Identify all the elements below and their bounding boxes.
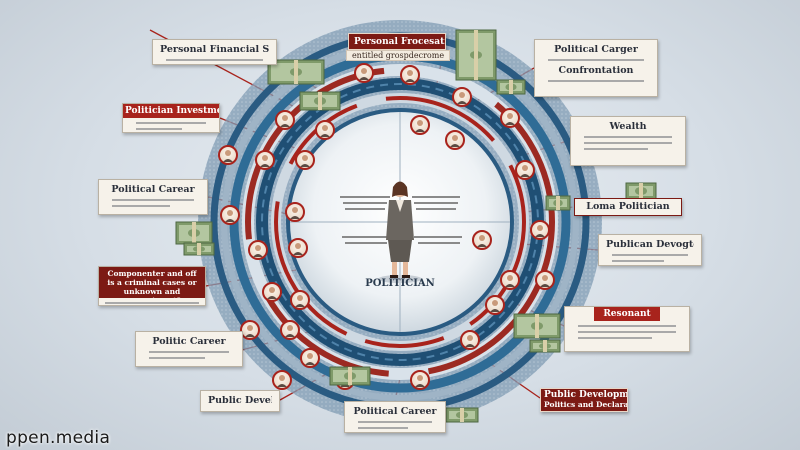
avatar bbox=[220, 205, 240, 225]
card-politician-investment: Politician Investment bbox=[122, 103, 220, 133]
money-stack bbox=[267, 59, 325, 85]
card-political-carger: Political Carger Confrontation bbox=[534, 39, 658, 97]
card-title: Politician Investment bbox=[123, 104, 219, 118]
avatar bbox=[218, 145, 238, 165]
avatar bbox=[500, 270, 520, 290]
avatar bbox=[535, 270, 555, 290]
money-stack bbox=[299, 91, 341, 111]
money-stack bbox=[183, 242, 215, 256]
money-stack bbox=[496, 79, 526, 95]
money-stack bbox=[329, 366, 371, 386]
avatar bbox=[248, 240, 268, 260]
avatar bbox=[445, 130, 465, 150]
card-title: Resonant bbox=[594, 307, 660, 321]
card-title: Public Development bbox=[544, 390, 628, 400]
card-title: Publican Devogtoment bbox=[606, 239, 694, 250]
avatar bbox=[530, 220, 550, 240]
card-criminal-cases: Componenter and off is a criminal cases … bbox=[98, 266, 206, 306]
card-title: Componenter and off is a criminal cases … bbox=[99, 267, 205, 298]
money-stack bbox=[625, 182, 657, 200]
card-title: Political Carear bbox=[111, 184, 195, 195]
card-resonant: Resonant bbox=[564, 306, 690, 352]
money-stack bbox=[455, 29, 497, 81]
card-personal-frocesation-sub: entitled grospdecrome bbox=[346, 50, 450, 61]
card-title: Personal Financial Situation bbox=[160, 44, 269, 55]
avatar bbox=[410, 115, 430, 135]
card-public-development-left: Public Development bbox=[200, 390, 280, 412]
card-title: Politic Career bbox=[152, 336, 226, 347]
avatar bbox=[354, 63, 374, 83]
avatar bbox=[460, 330, 480, 350]
avatar bbox=[285, 202, 305, 222]
card-publican-devogtoment: Publican Devogtoment bbox=[598, 234, 702, 266]
money-stack bbox=[175, 221, 213, 245]
avatar bbox=[515, 160, 535, 180]
money-stack bbox=[513, 313, 561, 339]
card-title: Wealth bbox=[609, 121, 647, 132]
avatar bbox=[300, 348, 320, 368]
card-title: Personal Frocesation bbox=[354, 37, 445, 47]
card-public-development-right: Public Development Politics and Declarat… bbox=[540, 388, 628, 412]
avatar bbox=[275, 110, 295, 130]
avatar bbox=[288, 238, 308, 258]
avatar bbox=[500, 108, 520, 128]
avatar bbox=[410, 370, 430, 390]
avatar bbox=[240, 320, 260, 340]
money-stack bbox=[529, 339, 561, 353]
card-politic-career: Politic Career bbox=[135, 331, 243, 367]
card-loma-politician: Loma Politician bbox=[574, 198, 682, 216]
avatar bbox=[295, 150, 315, 170]
avatar bbox=[280, 320, 300, 340]
avatar bbox=[290, 290, 310, 310]
card-title: Political Carger bbox=[554, 44, 638, 55]
card-subtitle: Politics and Declarations bbox=[544, 400, 628, 409]
card-title: Political Career bbox=[353, 406, 437, 417]
card-political-carear: Political Carear bbox=[98, 179, 208, 215]
avatar bbox=[452, 87, 472, 107]
center-label: POLITICIAN bbox=[365, 278, 435, 289]
card-personal-financial-situation: Personal Financial Situation bbox=[152, 39, 277, 65]
watermark: ppen.media bbox=[6, 428, 111, 448]
card-political-career-bottom: Political Career bbox=[344, 401, 446, 433]
avatar bbox=[400, 65, 420, 85]
money-stack bbox=[445, 407, 479, 423]
politician-figure bbox=[378, 181, 422, 283]
card-wealth: Wealth bbox=[570, 116, 686, 166]
card-personal-frocesation: Personal Frocesation bbox=[348, 33, 446, 50]
card-title: Loma Politician bbox=[586, 201, 670, 212]
avatar bbox=[272, 370, 292, 390]
avatar bbox=[485, 295, 505, 315]
money-stack bbox=[545, 195, 571, 211]
money-stacks bbox=[175, 29, 657, 423]
card-title-2: Confrontation bbox=[558, 65, 634, 76]
avatar bbox=[472, 230, 492, 250]
avatar bbox=[262, 282, 282, 302]
avatar bbox=[315, 120, 335, 140]
avatar bbox=[255, 150, 275, 170]
card-title: Public Development bbox=[208, 395, 272, 406]
